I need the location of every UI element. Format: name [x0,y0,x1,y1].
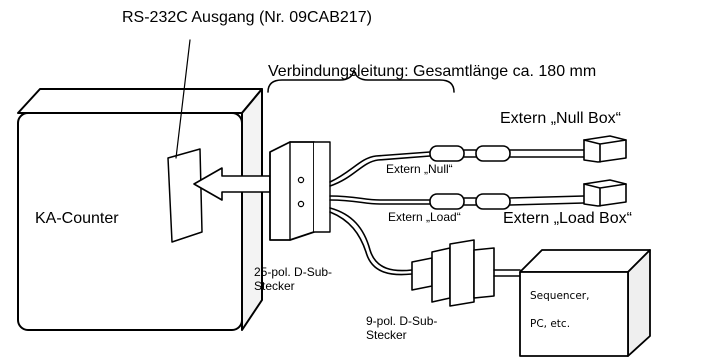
dsub9-label: 9-pol. D-Sub- Stecker [366,314,438,343]
null-branch-cable [429,135,627,163]
dsub25-label-line1: 25-pol. D-Sub- [254,265,333,279]
sequencer-box [519,249,651,357]
rs232c-pointer-line [175,39,191,159]
dsub25-label-line2: Stecker [254,278,295,293]
dsub9-connector [411,239,521,307]
extern-load-box-label: Extern „Load Box“ [503,210,632,227]
dsub9-label-line1: 9-pol. D-Sub- [366,314,438,328]
dsub25-connector [269,141,331,241]
sequencer-label-line2: PC, etc. [530,318,571,330]
cable-length-brace [267,69,455,93]
sequencer-label-line1: Sequencer, [530,290,590,302]
dsub25-label: 25-pol. D-Sub- Stecker [254,265,333,294]
extern-load-label: Extern „Load“ [388,210,461,224]
extern-null-label: Extern „Null“ [386,162,453,176]
cable-length-label: Verbindungsleitung: Gesamtlänge ca. 180 … [268,63,597,80]
rs232c-port [167,148,203,243]
rs232c-output-label: RS-232C Ausgang (Nr. 09CAB217) [122,9,372,26]
ka-counter-label: KA-Counter [35,210,119,227]
cable-bundle [329,151,431,276]
load-branch-cable [429,179,627,210]
extern-null-box-label: Extern „Null Box“ [500,110,621,127]
dsub9-label-line2: Stecker [366,327,407,342]
connection-arrow [193,167,271,201]
